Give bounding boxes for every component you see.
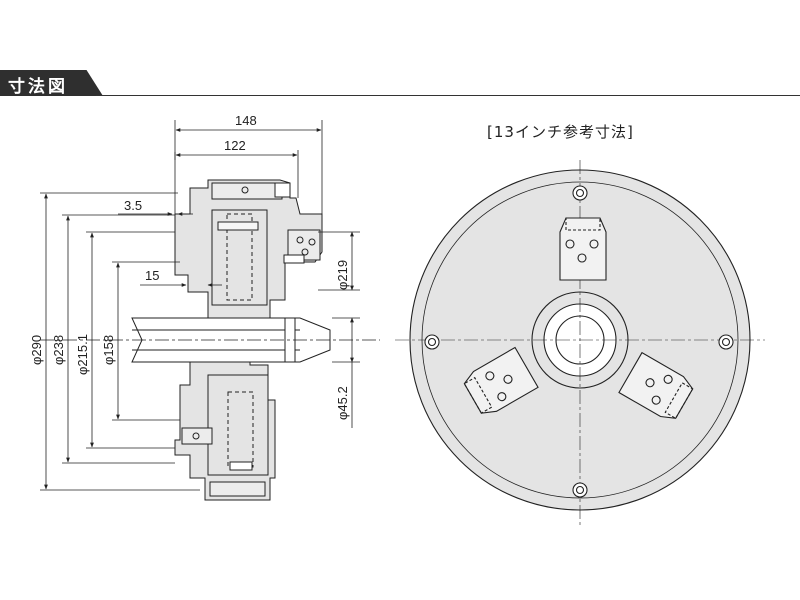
- dim-148: 148: [235, 113, 257, 128]
- bolt-right: [718, 334, 734, 350]
- front-view: [395, 160, 765, 525]
- dim-phi-238: φ238: [51, 335, 66, 365]
- bolt-top: [572, 185, 588, 201]
- dim-phi-219: φ219: [335, 260, 350, 290]
- dim-15: 15: [145, 268, 159, 283]
- fitting-lower: [181, 427, 213, 445]
- dim-phi-290: φ290: [29, 335, 44, 365]
- dim-122: 122: [224, 138, 246, 153]
- bolt-left: [424, 334, 440, 350]
- dim-phi-215-1: φ215.1: [75, 334, 90, 375]
- header-rule: [96, 95, 800, 96]
- side-view: [40, 179, 380, 501]
- dim-phi-45-2: φ45.2: [335, 386, 350, 420]
- jaw-left: [463, 346, 539, 414]
- dim-phi-158: φ158: [101, 335, 116, 365]
- front-view-title: [13インチ参考寸法]: [487, 123, 634, 141]
- section-title: 寸法図: [8, 77, 68, 97]
- section-header: 寸法図: [0, 70, 800, 98]
- side-dimensions: [40, 120, 360, 491]
- header-tab: [0, 70, 103, 96]
- jaw-right: [618, 351, 694, 420]
- side-dimension-labels: 148 122 3.5 15 φ219 φ45.2 φ290 φ238 φ215…: [29, 113, 350, 420]
- jaw-top: [559, 217, 607, 281]
- dim-3-5: 3.5: [124, 198, 142, 213]
- bolt-bottom: [572, 482, 588, 498]
- piston-lower: [207, 374, 269, 476]
